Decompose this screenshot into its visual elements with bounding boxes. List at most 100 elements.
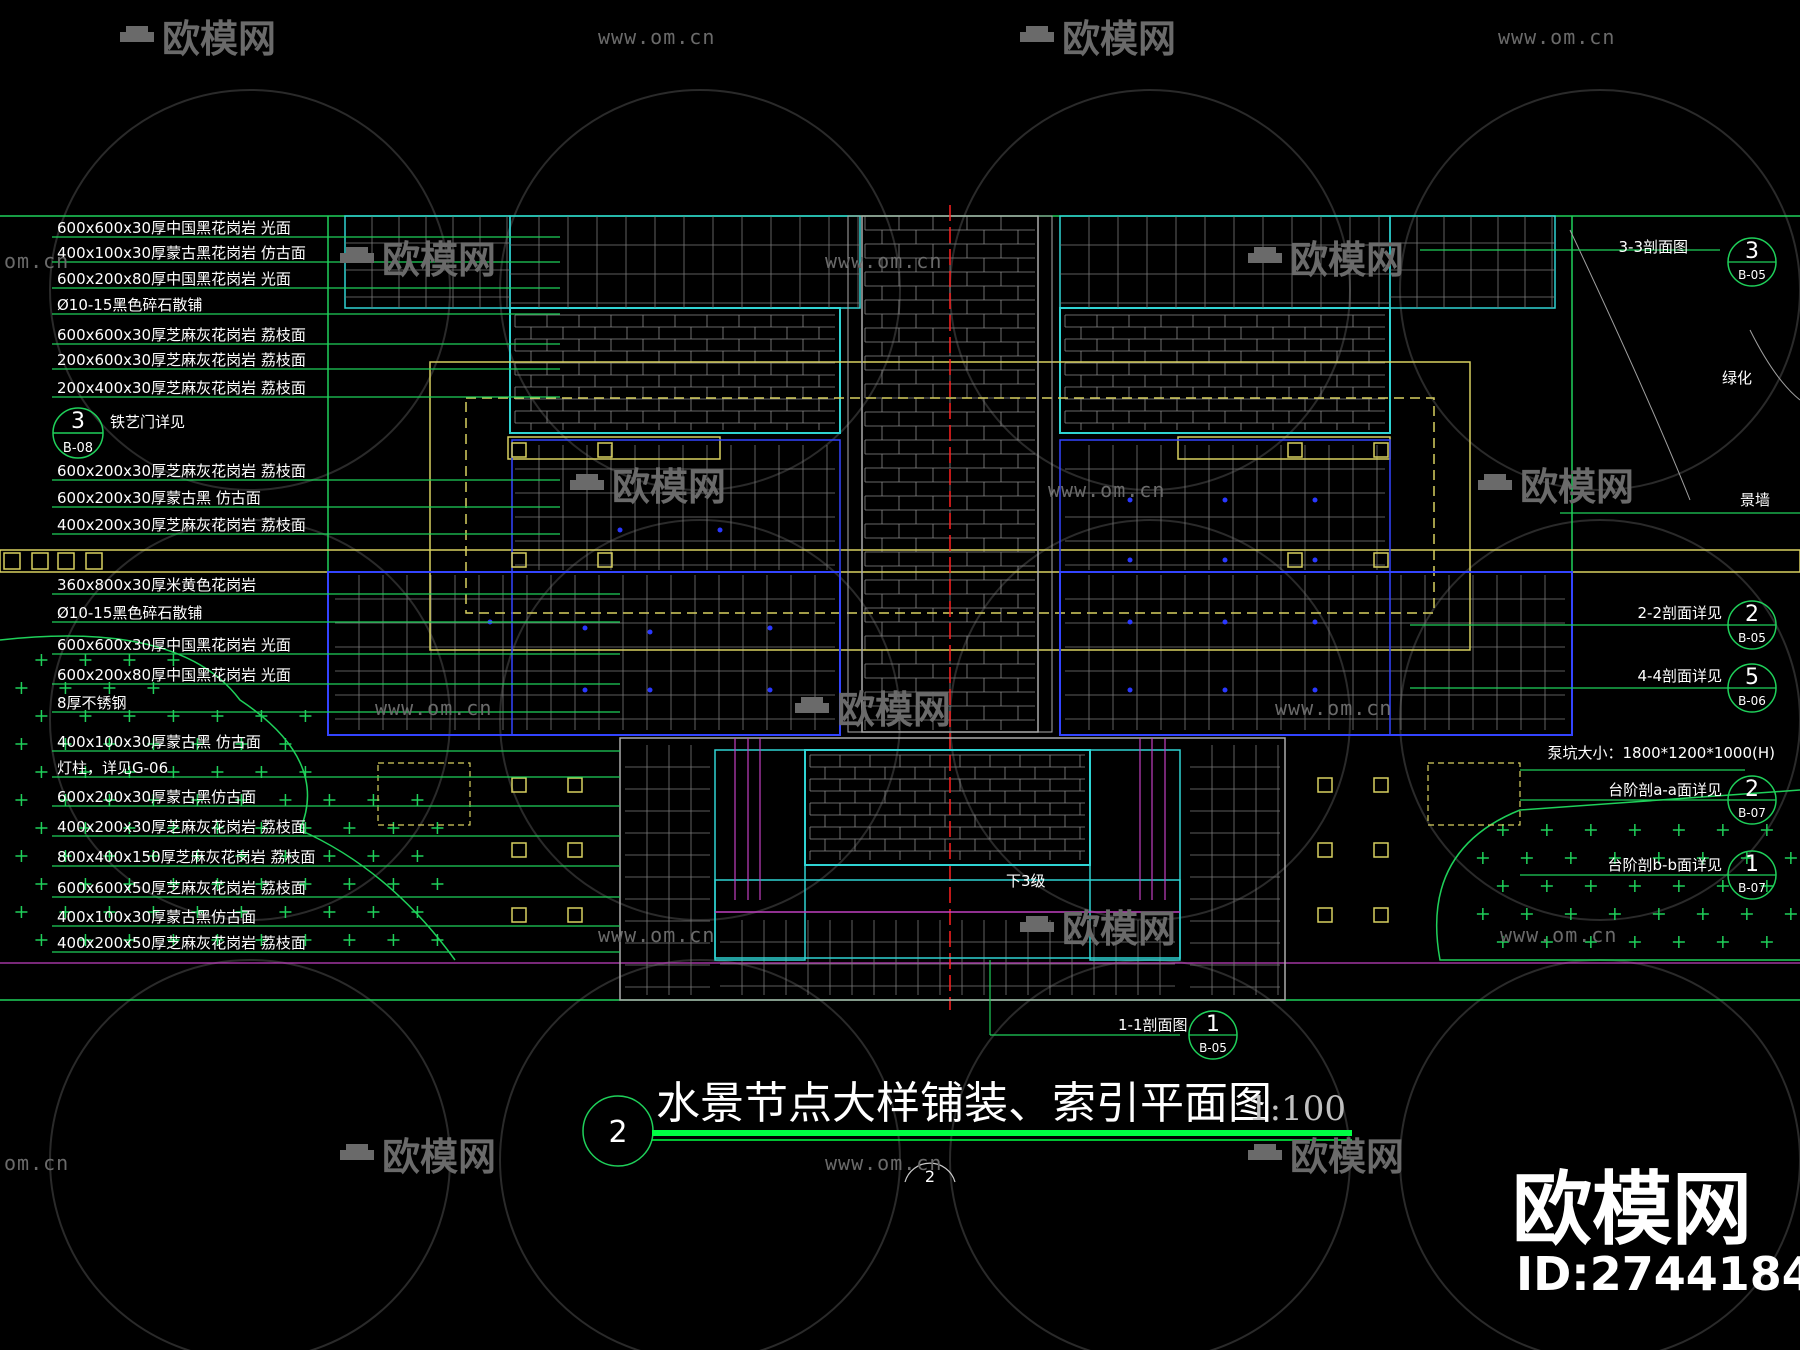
label-step-a-a: 台阶剖a-a面详见 (1608, 781, 1722, 799)
upper-right-paving (1059, 215, 1556, 434)
section-ref-number: 1 (1206, 1012, 1220, 1037)
title-index-number: 2 (608, 1115, 627, 1150)
left-material-label: 600x200x80厚中国黑花岗岩 光面 (57, 270, 291, 288)
water-jets (487, 497, 1318, 693)
sofa-logo-icon (340, 1144, 374, 1160)
left-material-label: 360x800x30厚米黄色花岗岩 (57, 576, 256, 594)
pool-right (1059, 439, 1573, 736)
left-material-label: 600x600x30厚中国黑花岗岩 光面 (57, 219, 291, 237)
title-underline (652, 1130, 1352, 1136)
section-ref-number: 3 (1745, 239, 1759, 264)
tile-grid (335, 216, 1565, 995)
feature-wall-band (0, 549, 1800, 573)
watermark-brand: 欧模网 (1478, 465, 1634, 509)
planting-area-right (1436, 229, 1800, 961)
watermark-url-partial: om.cn (4, 1151, 69, 1175)
section-ref-sheet: B-07 (1738, 881, 1766, 895)
left-material-label: 600x600x50厚芝麻灰花岗岩 荔枝面 (57, 879, 306, 897)
bottom-step-area (619, 737, 1286, 1001)
left-material-label: Ø10-15黑色碎石散铺 (57, 604, 202, 622)
watermark-url: www.om.cn (825, 249, 942, 273)
watermark-brand-text: 欧模网 (1062, 17, 1176, 61)
label-step-b-b: 台阶剖b-b面详见 (1608, 856, 1722, 874)
watermark-brand: 欧模网 (1020, 17, 1176, 61)
section-ref-sheet: B-05 (1738, 631, 1766, 645)
left-material-label: Ø10-15黑色碎石散铺 (57, 296, 202, 314)
pump-pit-outlines (377, 762, 1521, 826)
watermark-brand-text: 欧模网 (1290, 238, 1404, 282)
sofa-logo-icon (1248, 1144, 1282, 1160)
watermark-brand-text: 欧模网 (382, 238, 496, 282)
label-section-3-3: 3-3剖面图 (1619, 238, 1689, 256)
shrub-symbols (15, 654, 1797, 948)
step-lines (734, 738, 1166, 900)
section-ref-number: 5 (1745, 665, 1759, 690)
watermark-brand-text: 欧模网 (1520, 465, 1634, 509)
section-ref-rbb: 1B-07 (1727, 850, 1777, 900)
label-down-steps: 下3级 (1006, 872, 1046, 890)
brand-corner-name: 欧模网 (1512, 1163, 1752, 1256)
sofa-logo-icon (795, 697, 829, 713)
left-material-label: 400x200x50厚芝麻灰花岗岩 荔枝面 (57, 934, 306, 952)
watermark-url: www.om.cn (1275, 696, 1392, 720)
left-detail-ref-number: 3 (71, 409, 85, 434)
watermark-brand-text: 欧模网 (612, 465, 726, 509)
left-material-label: 600x600x30厚中国黑花岗岩 光面 (57, 636, 291, 654)
watermark-brand-text: 欧模网 (1062, 907, 1176, 951)
drawing-title-block: 2 水景节点大样铺装、索引平面图 1:100 2 (582, 1078, 1352, 1186)
sofa-logo-icon (1020, 916, 1054, 932)
watermark-brand: 欧模网 (120, 17, 276, 61)
watermark-brand-text: 欧模网 (1290, 1135, 1404, 1179)
sofa-logo-icon (120, 26, 154, 42)
sofa-logo-icon (1478, 474, 1512, 490)
sofa-logo-icon (570, 474, 604, 490)
section-ref-sheet: B-05 (1738, 268, 1766, 282)
lamp-posts (511, 442, 1389, 923)
watermark-brand: 欧模网 (570, 465, 726, 509)
brand-corner-id: ID:2744184 (1516, 1247, 1800, 1301)
watermark-url: www.om.cn (375, 696, 492, 720)
watermark-brand-text: 欧模网 (162, 17, 276, 61)
drawing-title: 水景节点大样铺装、索引平面图 (656, 1078, 1272, 1129)
label-section-2-2: 2-2剖面详见 (1638, 604, 1723, 622)
watermark-url: www.om.cn (598, 25, 715, 49)
left-material-label: 400x100x30厚蒙古黑花岗岩 仿古面 (57, 244, 306, 262)
label-section-4-4: 4-4剖面详见 (1638, 667, 1723, 685)
watermark-brand: 欧模网 (1020, 907, 1176, 951)
brand-corner: 欧模网 ID:2744184 (1512, 1163, 1800, 1301)
left-label-iron-gate: 铁艺门详见 (110, 413, 185, 431)
watermark-brand: 欧模网 (1248, 1135, 1404, 1179)
section-ref-r44: 5B-06 (1727, 663, 1777, 713)
section-ref-raa: 2B-07 (1727, 775, 1777, 825)
watermark-url-partial: om.cn (4, 249, 69, 273)
left-material-label: 400x100x30厚蒙古黑 仿古面 (57, 733, 261, 751)
label-section-1-1: 1-1剖面图 (1118, 1016, 1188, 1034)
watermark-url: www.om.cn (1500, 923, 1617, 947)
left-material-label: 8厚不锈钢 (57, 694, 127, 712)
bottom-partial-index: 2 (925, 1167, 935, 1186)
sofa-logo-icon (1020, 26, 1054, 42)
label-greening: 绿化 (1722, 369, 1752, 387)
left-material-label: 400x200x30厚芝麻灰花岗岩 荔枝面 (57, 818, 306, 836)
watermark-url: www.om.cn (1048, 478, 1165, 502)
right-leader-lines (989, 249, 1800, 1036)
section-ref-sheet: B-07 (1738, 806, 1766, 820)
watermark-url: www.om.cn (1498, 25, 1615, 49)
left-material-label: 400x100x30厚蒙古黑仿古面 (57, 908, 256, 926)
watermark-brand-text: 欧模网 (382, 1135, 496, 1179)
watermark-brand: 欧模网 (340, 238, 496, 282)
left-material-label: 800x400x150厚芝麻灰花岗岩 荔枝面 (57, 848, 315, 866)
left-material-labels: 600x600x30厚中国黑花岗岩 光面 400x100x30厚蒙古黑花岗岩 仿古… (52, 219, 620, 953)
left-material-label: 600x200x30厚蒙古黑仿古面 (57, 788, 256, 806)
label-feature-wall: 景墙 (1740, 491, 1770, 509)
watermark-url: www.om.cn (598, 923, 715, 947)
section-ref-r33: 3B-05 (1727, 237, 1777, 287)
left-detail-ref-3: 3 B-08 (52, 407, 104, 459)
section-ref-number: 1 (1745, 852, 1759, 877)
section-ref-number: 2 (1745, 777, 1759, 802)
left-material-label: 600x200x30厚蒙古黑 仿古面 (57, 489, 261, 507)
